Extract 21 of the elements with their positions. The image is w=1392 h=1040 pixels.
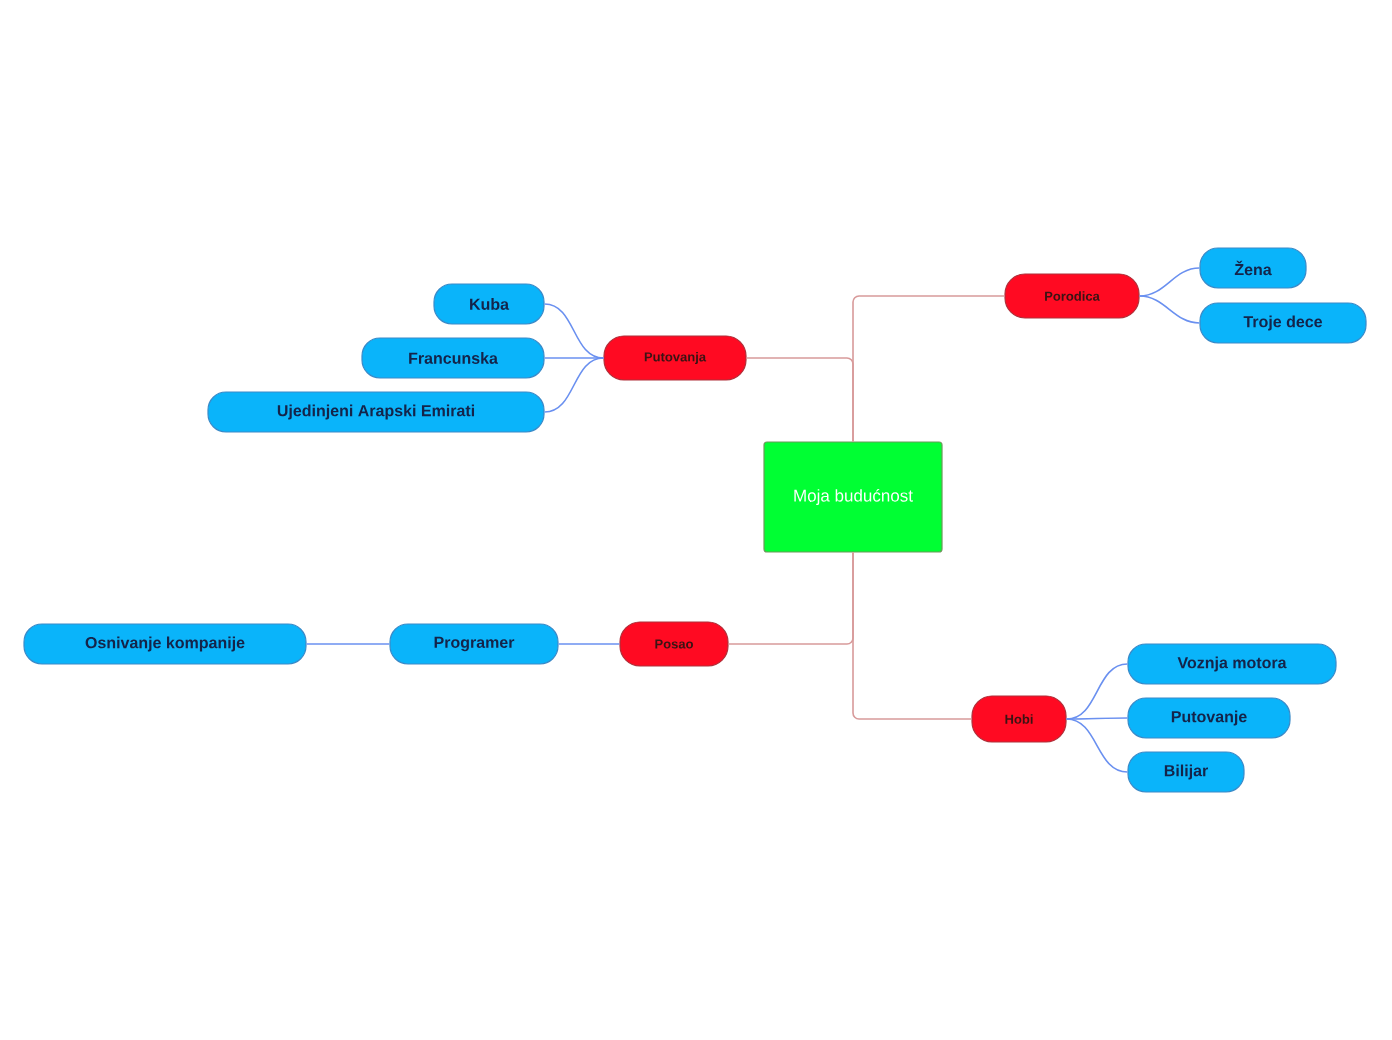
connector-line xyxy=(543,357,605,359)
connector-line xyxy=(1065,717,1129,720)
subtopic-pill: Kuba xyxy=(433,283,545,325)
subtopic-pill: Žena xyxy=(1199,247,1307,289)
subtopic-pill: Francunska xyxy=(361,337,545,379)
connector-line xyxy=(1065,718,1129,773)
connector-line xyxy=(557,643,621,645)
connector-line xyxy=(1138,267,1201,297)
subtopic-pill: Troje dece xyxy=(1199,302,1367,344)
subtopic-pill: Ujedinjeni Arapski Emirati xyxy=(207,391,545,433)
subtopic-pill: Bilijar xyxy=(1127,751,1245,793)
connector-line xyxy=(852,551,973,720)
subtopic-pill: Voznja motora xyxy=(1127,643,1337,685)
central-topic-box: Moja budućnost xyxy=(763,441,943,553)
connector-line xyxy=(543,357,605,413)
connector-line xyxy=(1138,295,1201,324)
connector-line xyxy=(745,357,854,443)
subtopic-pill: Osnivanje kompanije xyxy=(23,623,307,665)
connector-line xyxy=(305,643,391,645)
subtopic-pill: Putovanje xyxy=(1127,697,1291,739)
subtopic-pill: Programer xyxy=(389,623,559,665)
